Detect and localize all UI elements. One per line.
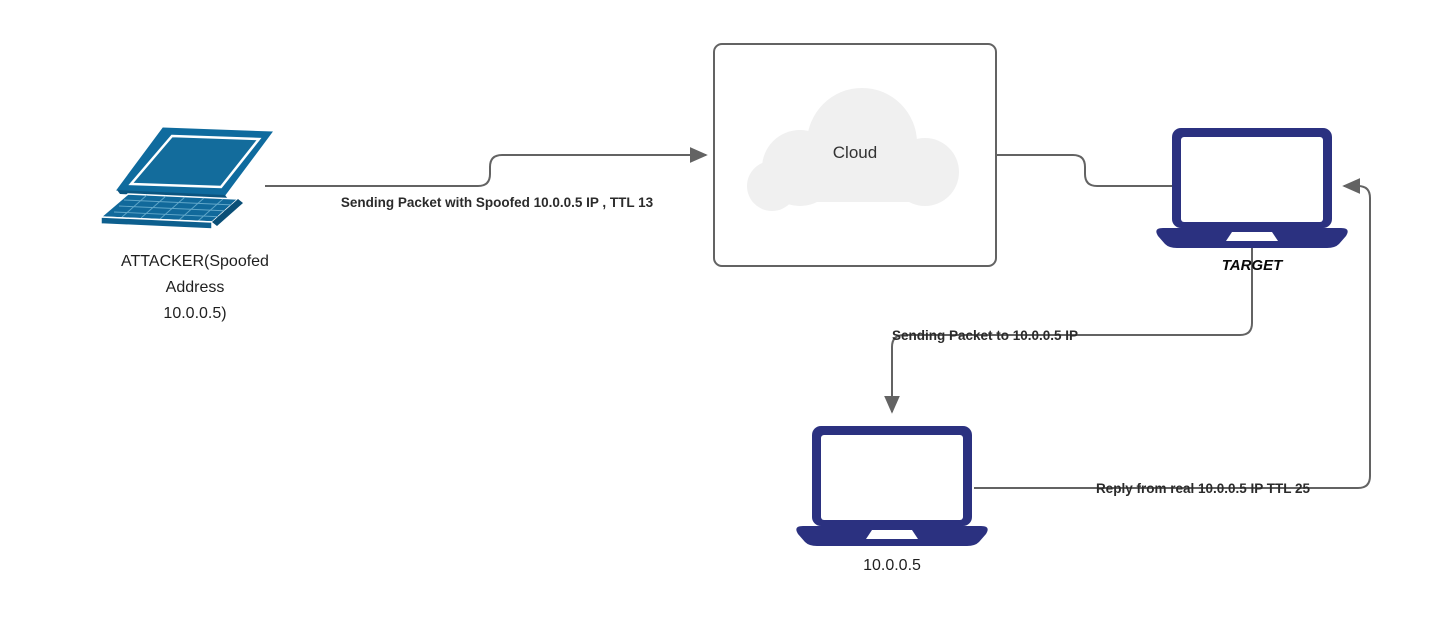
node-target[interactable] [1156, 128, 1348, 248]
edge-label-target-to-victim: Sending Packet to 10.0.0.5 IP [891, 328, 1079, 343]
edge-attacker-to-cloud [265, 147, 708, 187]
edge-line-attacker-cloud [265, 147, 708, 187]
edge-cloud-to-target [996, 154, 1172, 187]
edge-line-target-victim [884, 246, 1253, 414]
node-cloud[interactable] [713, 43, 997, 267]
target-label: TARGET [1221, 257, 1283, 274]
cloud-label: Cloud [832, 143, 878, 162]
cloud-icon [747, 88, 959, 211]
attacker-laptop-side [212, 199, 243, 226]
victim-laptop-screen [821, 435, 963, 520]
attacker-laptop-screen [128, 134, 262, 189]
edge-line-victim-target [974, 178, 1371, 489]
edge-line-cloud-target [996, 154, 1172, 187]
node-victim[interactable] [796, 426, 988, 546]
attacker-laptop-base [100, 216, 213, 230]
attacker-label-line3: 10.0.0.5) [163, 305, 227, 322]
target-laptop-trackpad [1226, 232, 1278, 241]
victim-laptop-trackpad [866, 530, 918, 539]
attacker-label-line1: ATTACKER(Spoofed [121, 253, 269, 270]
node-attacker[interactable] [99, 127, 273, 230]
target-laptop-screen [1181, 137, 1323, 222]
edge-target-to-victim [884, 246, 1253, 414]
edge-label-attacker-to-cloud: Sending Packet with Spoofed 10.0.0.5 IP … [340, 195, 654, 210]
victim-label: 10.0.0.5 [863, 557, 921, 574]
attacker-label-line2: Address [165, 279, 225, 296]
edge-victim-to-target [974, 178, 1371, 489]
attacker-keyboard-grid [113, 194, 235, 222]
edge-label-victim-to-target: Reply from real 10.0.0.5 IP TTL 25 [1095, 481, 1311, 496]
